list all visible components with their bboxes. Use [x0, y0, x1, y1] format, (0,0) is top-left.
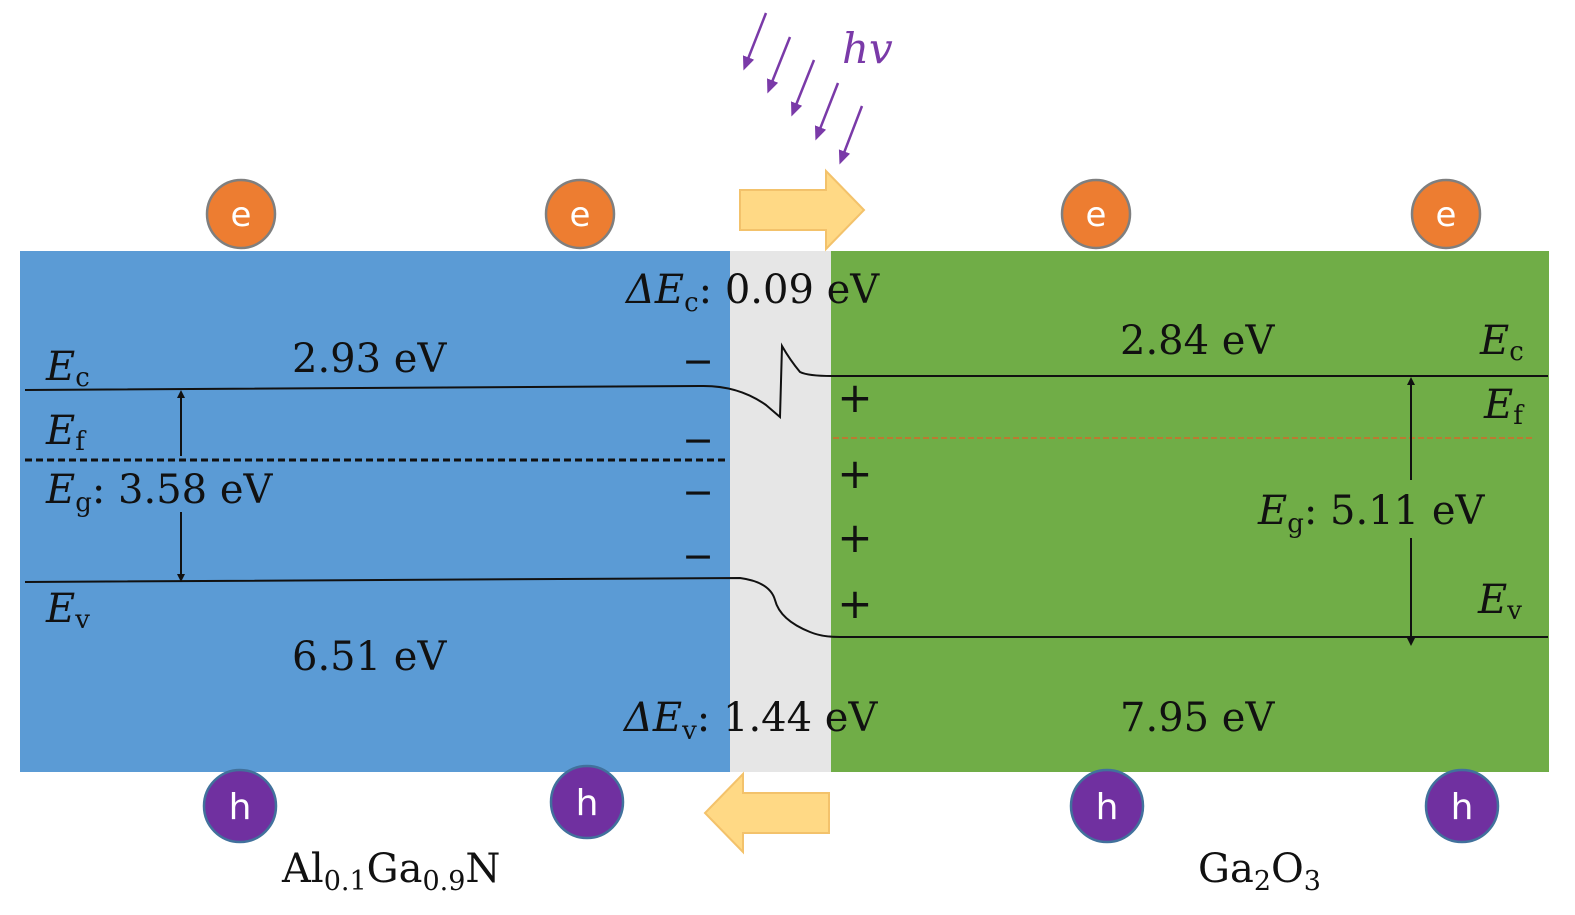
left-ef-label: Ef [45, 408, 87, 457]
right-ec-energy: 2.84 eV [1120, 318, 1275, 364]
svg-text:e: e [570, 195, 591, 235]
hole: h [549, 764, 625, 840]
left-eg-label: Eg: 3.58 eV [45, 467, 274, 518]
conduction-band-edge [24, 342, 1548, 420]
svg-text:e: e [1436, 195, 1457, 235]
photon-arrow [814, 82, 840, 141]
hole-transfer-arrow [703, 771, 830, 855]
hole: h [1424, 768, 1500, 844]
left-ev-energy: 6.51 eV [292, 634, 447, 680]
right-ev-energy: 7.95 eV [1120, 695, 1275, 741]
photon-arrow [742, 12, 768, 71]
minus-charge: − [682, 418, 714, 462]
electron: e [544, 178, 616, 250]
svg-text:e: e [231, 195, 252, 235]
svg-text:h: h [1096, 787, 1119, 828]
svg-text:e: e [1086, 195, 1107, 235]
right-material-label: Ga2O3 [1198, 846, 1321, 897]
hole: h [202, 768, 278, 844]
svg-text:h: h [229, 787, 252, 828]
plus-charge: + [837, 373, 872, 422]
minus-charge: − [682, 339, 714, 383]
hole: h [1069, 768, 1145, 844]
right-ef-label: Ef [1483, 382, 1525, 431]
plus-charge: + [837, 513, 872, 562]
minus-charge: − [682, 470, 714, 514]
electron-transfer-arrow [739, 168, 866, 252]
right-ev-label: Ev [1477, 577, 1522, 626]
left-ev-label: Ev [45, 586, 90, 635]
photon-label: hv [842, 24, 893, 73]
left-ec-label: Ec [45, 344, 90, 393]
left-ec-energy: 2.93 eV [292, 336, 447, 382]
left-material-label: Al0.1Ga0.9N [281, 846, 500, 897]
right-eg-label: Eg: 5.11 eV [1257, 488, 1486, 539]
plus-charge: + [837, 579, 872, 628]
junction-region [730, 251, 831, 772]
photon-arrow [791, 59, 816, 117]
delta-ec-label: ΔEc: 0.09 eV [624, 267, 880, 318]
electron: e [205, 178, 277, 250]
electron: e [1060, 178, 1132, 250]
minus-charge: − [682, 534, 714, 578]
right-ec-label: Ec [1479, 318, 1524, 367]
left-region-algan [20, 251, 730, 772]
photon-arrow [767, 36, 792, 94]
right-region-ga2o3 [831, 251, 1549, 772]
delta-ev-label: ΔEv: 1.44 eV [622, 695, 878, 746]
plus-charge: + [837, 449, 872, 498]
svg-text:h: h [576, 783, 599, 824]
photon-arrow [838, 105, 864, 165]
photon-arrows [742, 12, 864, 165]
svg-text:h: h [1451, 787, 1474, 828]
electron: e [1410, 178, 1482, 250]
valence-band-edge [24, 576, 1548, 638]
